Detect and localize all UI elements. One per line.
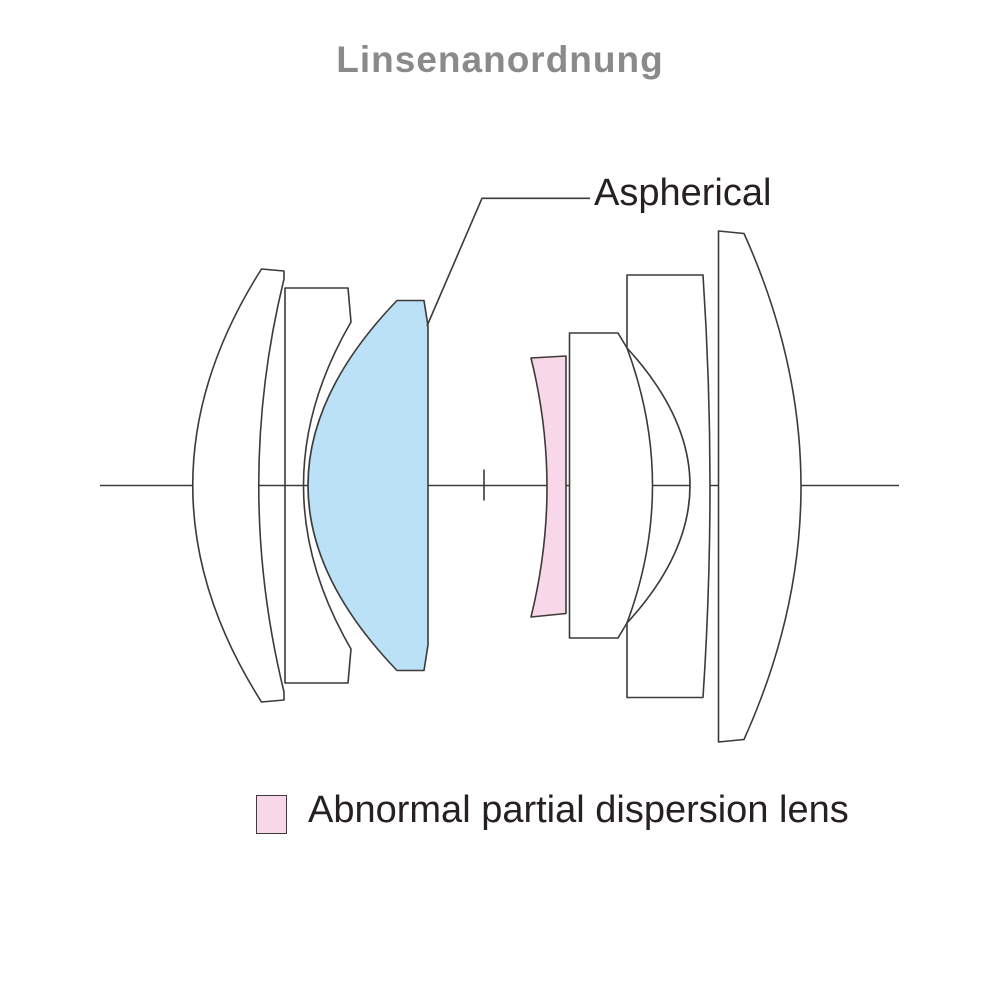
aspherical-label: Aspherical — [594, 172, 772, 214]
lens-element-7-rear — [717, 230, 802, 743]
dispersion-legend-label: Abnormal partial dispersion lens — [308, 789, 849, 831]
lens-element-3-aspherical — [307, 299, 429, 672]
lens-element-1-front-meniscus — [192, 268, 285, 703]
lens-element-6-rear-block — [626, 274, 711, 699]
aspherical-leader-line — [426, 197, 590, 327]
lens-element-2 — [284, 287, 352, 684]
page-title: Linsenanordnung — [336, 39, 664, 80]
dispersion-legend-swatch — [256, 795, 287, 834]
lens-element-5 — [568, 332, 654, 639]
lens-element-4-dispersion — [530, 355, 567, 618]
